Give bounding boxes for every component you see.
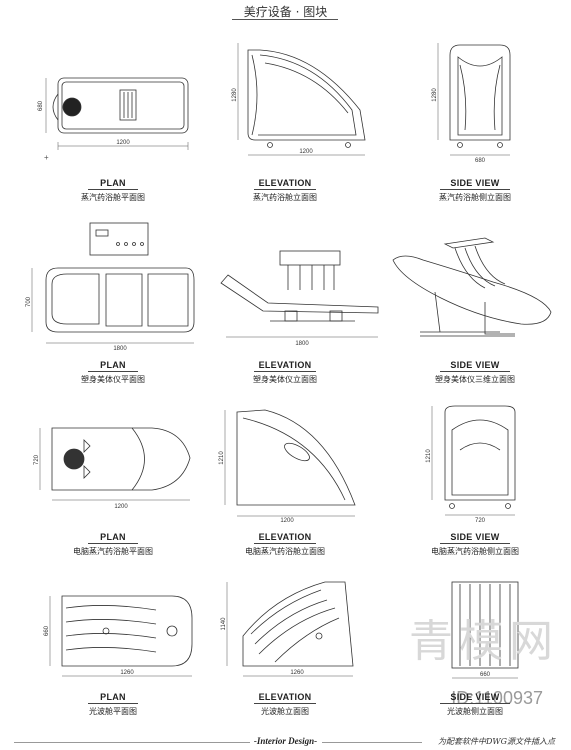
- caption-rule: [440, 703, 510, 704]
- pc-steam-elev-height: 1210: [219, 451, 225, 465]
- caption-cn: 电脑蒸汽药浴舱立面图: [245, 547, 325, 556]
- caption-en: SIDE VIEW: [450, 178, 500, 188]
- body-sculpt-plan-drawing: 1800 700: [26, 222, 195, 352]
- caption-en: SIDE VIEW: [450, 360, 500, 370]
- caption-en: SIDE VIEW: [450, 532, 500, 542]
- lightwave-cabin-elevation-drawing: 1260 1140: [221, 581, 354, 677]
- pc-steam-cabin-elevation-drawing: 1200 1210: [219, 409, 356, 524]
- lightwave-side-width: 660: [480, 672, 491, 678]
- caption-cn: 蒸汽药浴舱立面图: [253, 193, 317, 202]
- pc-steam-cabin-plan-drawing: 1200 720: [34, 427, 191, 510]
- caption-rule: [88, 371, 138, 372]
- caption-rule: [440, 543, 510, 544]
- lightwave-elev-height: 1140: [221, 617, 227, 631]
- pc-steam-plan-width: 1200: [114, 504, 128, 510]
- caption-rule: [88, 543, 138, 544]
- footer-rule-right: [322, 742, 422, 743]
- steam-cabin-plan-depth: 680: [38, 100, 44, 111]
- svg-text:+: +: [44, 153, 49, 162]
- caption-cn: 蒸汽药浴舱侧立面图: [439, 193, 511, 202]
- caption-en: PLAN: [100, 532, 126, 542]
- steam-cabin-side-width: 680: [475, 158, 486, 164]
- caption-rule: [254, 189, 316, 190]
- header-rule: [232, 19, 338, 20]
- pc-steam-cabin-side-drawing: 720 1210: [426, 405, 516, 524]
- caption-en: ELEVATION: [258, 532, 312, 542]
- caption-rule: [254, 543, 316, 544]
- caption-cn: 塑身美体仪立面图: [253, 375, 317, 384]
- lightwave-elev-width: 1260: [290, 670, 304, 676]
- body-sculpt-elevation-drawing: 1800: [220, 250, 379, 347]
- caption-cn: 光波舱平面图: [89, 707, 137, 716]
- caption-rule: [88, 189, 138, 190]
- caption-en: ELEVATION: [258, 178, 312, 188]
- body-sculpt-plan-depth: 700: [26, 296, 32, 307]
- caption-rule: [254, 371, 316, 372]
- steam-cabin-side-drawing: 680 1280: [432, 43, 511, 164]
- pc-steam-side-height: 1210: [426, 449, 432, 463]
- footer-title: -Interior Design-: [253, 736, 318, 746]
- lightwave-plan-depth: 660: [44, 625, 50, 636]
- caption-cn: 蒸汽药浴舱平面图: [81, 193, 145, 202]
- lightwave-plan-width: 1260: [120, 670, 134, 676]
- body-sculpt-elev-width: 1800: [295, 341, 309, 347]
- steam-cabin-side-height: 1280: [432, 88, 438, 102]
- pc-steam-side-width: 720: [475, 518, 486, 524]
- caption-rule: [440, 371, 510, 372]
- page-title: 美疗设备 · 图块: [243, 5, 328, 19]
- steam-cabin-plan-width: 1200: [116, 140, 130, 146]
- caption-en: PLAN: [100, 692, 126, 702]
- caption-rule: [440, 189, 510, 190]
- steam-cabin-elev-width: 1200: [299, 149, 313, 155]
- body-sculpt-plan-width: 1800: [113, 346, 127, 352]
- footer-note: 为配套软件中DWG源文件插入点: [437, 737, 555, 746]
- caption-en: SIDE VIEW: [450, 692, 500, 702]
- caption-cn: 光波舱立面图: [261, 707, 309, 716]
- steam-cabin-plan-drawing: 1200 680 +: [38, 77, 189, 162]
- caption-rule: [88, 703, 138, 704]
- caption-cn: 塑身美体仪三维立面图: [435, 375, 515, 384]
- caption-rule: [254, 703, 316, 704]
- caption-cn: 塑身美体仪平面图: [81, 375, 145, 384]
- caption-en: PLAN: [100, 360, 126, 370]
- caption-cn: 光波舱侧立面图: [447, 707, 503, 716]
- caption-cn: 电脑蒸汽药浴舱平面图: [73, 547, 153, 556]
- footer-rule-left: [14, 742, 250, 743]
- caption-en: PLAN: [100, 178, 126, 188]
- page-header: 美疗设备 · 图块: [0, 0, 571, 22]
- lightwave-cabin-side-drawing: 660: [451, 581, 519, 679]
- caption-cn: 电脑蒸汽药浴舱侧立面图: [431, 547, 519, 556]
- caption-en: ELEVATION: [258, 360, 312, 370]
- steam-cabin-elev-height: 1280: [232, 88, 238, 102]
- watermark-text: 青模网: [409, 616, 559, 667]
- lightwave-cabin-plan-drawing: 1260 660: [44, 595, 193, 677]
- pc-steam-plan-depth: 720: [34, 454, 40, 465]
- steam-cabin-elevation-drawing: 1200 1280: [232, 43, 366, 156]
- pc-steam-elev-width: 1200: [280, 518, 294, 524]
- caption-en: ELEVATION: [258, 692, 312, 702]
- body-sculpt-3d-drawing: [392, 237, 552, 337]
